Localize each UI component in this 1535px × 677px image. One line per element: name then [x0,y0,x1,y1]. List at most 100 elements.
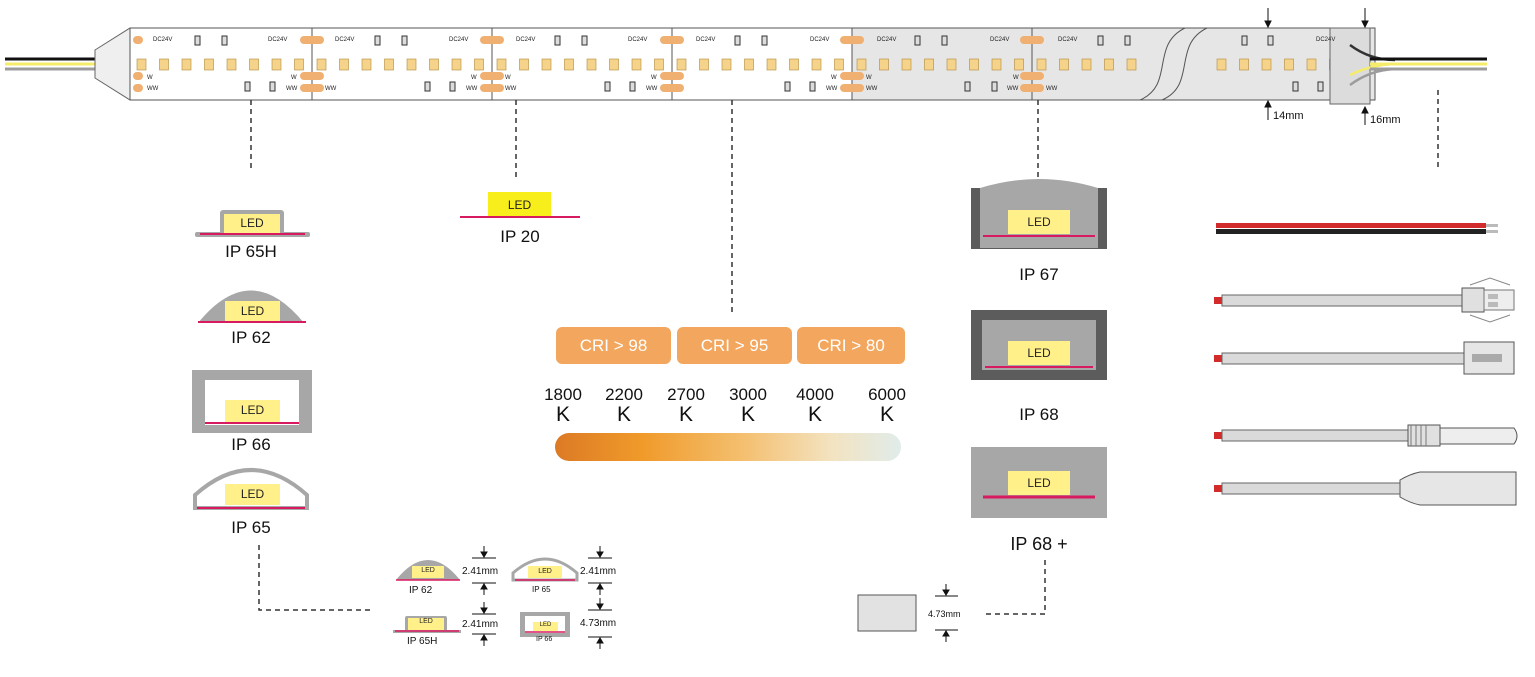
cable-female-jst-connector [1214,341,1515,375]
led-chip [541,58,552,71]
led-chip [496,58,507,71]
solder-pad [1020,36,1044,44]
resistor [964,81,971,92]
led-chip [856,58,867,71]
cri-98-badge: CRI > 98 [556,327,671,364]
led-chip [631,58,642,71]
thickness-dimension-ticks [472,546,958,649]
ip68plus-profile [971,447,1107,518]
led-chip [946,58,957,71]
led-chip [1284,58,1294,71]
resistor [1317,81,1324,92]
strip-w-mark: W [866,75,872,81]
led-chip [1216,58,1227,71]
solder-pad [660,36,684,44]
thickness-ip68plus-dim: 4.73mm [928,609,961,619]
resistor [554,35,561,46]
solder-pads [133,35,1358,92]
thickness-ip65h [393,616,461,633]
led-chip [339,58,349,71]
led-chip [991,58,1002,71]
led-chip [1036,58,1047,71]
led-chip [1059,58,1069,71]
resistor [809,81,816,92]
strip-voltage-mark: DC24V [990,37,1010,43]
led-chip [564,58,574,71]
left-wires [5,27,151,101]
strip-ww-mark: WW [147,86,159,92]
ip68-label: IP 68 [1019,405,1059,424]
ip65h-led-label: LED [240,216,264,230]
led-chip [361,58,372,71]
led-chip [406,58,417,71]
strip-voltage-mark: DC24V [268,37,288,43]
thickness-ip65h-dim: 2.41mm [462,619,499,630]
led-chip [879,58,889,71]
ip66-led-label: LED [240,403,265,417]
resistor [1292,81,1299,92]
led-chip [1014,58,1024,71]
led-chip [226,58,237,71]
resistor [194,35,201,46]
strip-w-mark: W [651,75,657,81]
ip20-led-label: LED [507,198,532,212]
led-chip [811,58,822,71]
thickness-ip65-led: LED [538,568,552,575]
solder-pad [840,36,864,44]
strip-ww-mark: WW [826,86,838,92]
solder-pad [840,72,864,80]
strip-ww-mark: WW [1007,86,1019,92]
strip-w-mark: W [831,75,837,81]
led-chip [384,58,394,71]
ip67-profile [971,179,1107,249]
strip-voltage-mark: DC24V [1316,37,1336,43]
strip-ww-mark: WW [325,86,337,92]
ip65-label: IP 65 [231,518,271,537]
resistor [734,35,741,46]
ip65h-label: IP 65H [225,242,277,261]
solder-pad [660,84,684,92]
strip-ww-mark: WW [646,86,658,92]
resistor [244,81,251,92]
strip-ww-mark: WW [505,86,517,92]
led-chip [834,58,844,71]
led-chip [901,58,912,71]
led-chip [271,58,282,71]
resistor [581,35,588,46]
resistor [449,81,456,92]
ip65-profile [193,468,309,510]
led-row [136,58,1339,71]
solder-pad [480,36,504,44]
strip-voltage-mark: DC24V [628,37,648,43]
cri-80-badge: CRI > 80 [797,327,905,364]
thickness-ip65 [511,557,579,582]
ip20-label: IP 20 [500,227,540,246]
thickness-ip62-led: LED [421,567,435,574]
solder-pad [300,36,324,44]
thickness-ip66-dim: 4.73mm [580,618,617,629]
strip-w-mark: W [291,75,297,81]
cct-gradient-bar [555,433,901,461]
resistor [784,81,791,92]
led-chip [451,58,462,71]
solder-pad [300,84,324,92]
thickness-ip62-dim: 2.41mm [462,566,499,577]
solder-pad [133,84,143,92]
strip-w-mark: W [471,75,477,81]
led-chip [204,58,214,71]
resistor [1124,35,1131,46]
led-chip [1261,58,1272,71]
led-chip [294,58,304,71]
solder-pad [1020,84,1044,92]
solder-pad [1020,72,1044,80]
ip68plus-label: IP 68 + [1010,534,1068,554]
strip-voltage-mark: DC24V [810,37,830,43]
ip65h-profile [195,210,310,237]
resistor [604,81,611,92]
ip65-led-label: LED [240,487,265,501]
led-chip [1306,58,1317,71]
